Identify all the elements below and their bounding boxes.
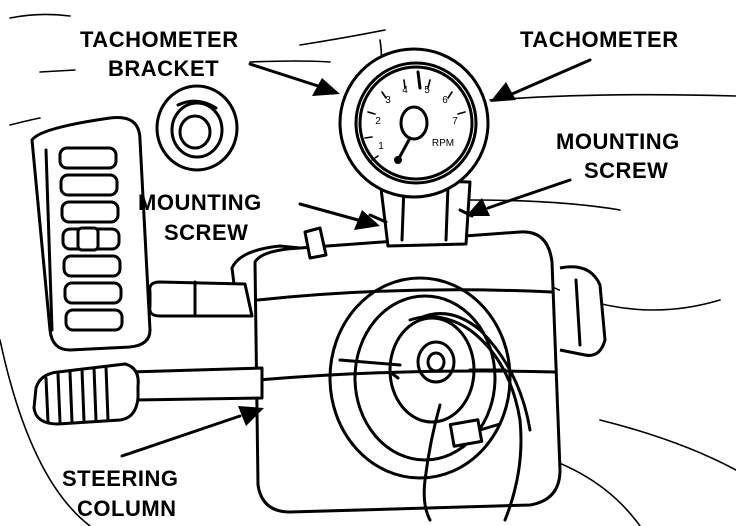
steering-hub: [328, 276, 512, 480]
dial-number: 1: [378, 141, 384, 152]
arrow-steering-column: [120, 406, 264, 458]
label-tachometer-bracket-line1: TACHOMETER: [80, 27, 239, 52]
arrow-tachometer: [490, 58, 592, 102]
dial-number: 3: [385, 95, 391, 106]
dial-number: 7: [452, 116, 458, 127]
arrow-tachometer-bracket: [248, 62, 340, 96]
arrow-mounting-screw-right: [466, 178, 572, 216]
dial-number: 6: [442, 95, 448, 106]
steering-column-shroud: [148, 226, 607, 514]
dash-switch-knob: [155, 84, 239, 172]
dial-ticks: [364, 79, 466, 161]
label-mounting-screw-right-line1: MOUNTING: [556, 129, 680, 154]
gauge-needle: [394, 105, 429, 164]
dial-number: 2: [375, 116, 381, 127]
dial-number: 4: [402, 85, 408, 96]
label-steering-column-line2: COLUMN: [77, 496, 177, 521]
label-mounting-screw-left-line1: MOUNTING: [138, 190, 262, 215]
label-tachometer-bracket-line2: BRACKET: [108, 56, 219, 81]
label-mounting-screw-left-line2: SCREW: [164, 220, 248, 245]
column-lever: [32, 362, 264, 426]
dial-unit: RPM: [432, 138, 454, 149]
wiring-harness: [408, 312, 532, 522]
callout-arrows: [120, 58, 592, 458]
dial-number: 5: [424, 85, 430, 96]
label-tachometer: TACHOMETER: [520, 27, 679, 52]
arrow-mounting-screw-left: [298, 202, 380, 230]
label-mounting-screw-right-line2: SCREW: [584, 158, 668, 183]
label-steering-column-line1: STEERING: [62, 466, 178, 491]
tachometer-gauge: 1 2 3 4 5 6 7 RPM: [338, 47, 490, 199]
air-vent: [30, 115, 152, 352]
